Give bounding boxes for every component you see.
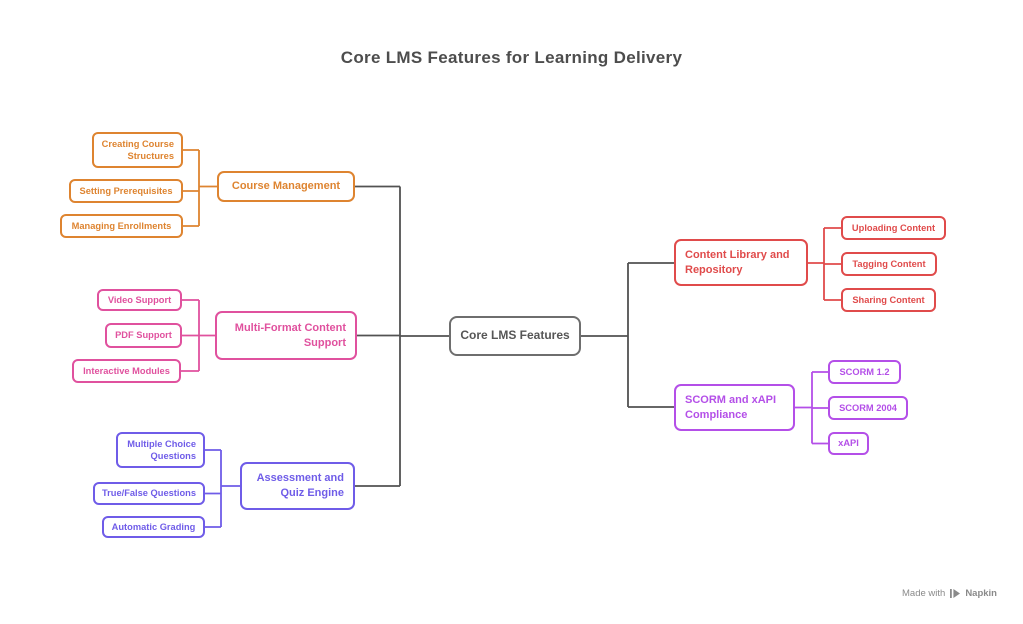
node-label: Sharing Content	[852, 294, 925, 305]
node-managing-enrollments: Managing Enrollments	[60, 214, 183, 238]
node-label-line: Questions	[150, 451, 196, 461]
node-label-line: Quiz Engine	[280, 487, 344, 499]
node-assessment-quiz-engine: Assessment and Quiz Engine	[240, 462, 355, 510]
node-label: SCORM 1.2	[839, 366, 890, 377]
node-true-false-questions: True/False Questions	[93, 482, 205, 505]
node-label-line: Repository	[685, 263, 743, 276]
node-label-line: Support	[303, 336, 346, 349]
node-course-management: Course Management	[217, 171, 355, 202]
diagram-title: Core LMS Features for Learning Delivery	[340, 48, 683, 67]
made-with-napkin-credit: Made with Napkin	[902, 588, 997, 599]
node-label: Setting Prerequisites	[79, 185, 173, 196]
node-multi-format-content-support: Multi-Format Content Support	[215, 311, 357, 360]
node-label: Managing Enrollments	[71, 220, 172, 231]
node-label-line: Multi-Format Content	[234, 321, 346, 334]
node-label: SCORM 2004	[839, 402, 897, 413]
node-pdf-support: PDF Support	[105, 323, 182, 348]
connector-content-library	[808, 227, 841, 301]
node-label-line: Compliance	[685, 408, 748, 421]
connector-multi-format	[181, 299, 215, 372]
node-video-support: Video Support	[97, 289, 182, 311]
node-scorm-2004: SCORM 2004	[828, 396, 908, 420]
node-label: True/False Questions	[101, 488, 197, 499]
made-with-label: Made with	[902, 588, 946, 599]
node-tagging-content: Tagging Content	[841, 252, 937, 276]
node-label-line: Creating Course	[101, 138, 174, 149]
node-uploading-content: Uploading Content	[841, 216, 946, 240]
node-label: xAPI	[838, 438, 859, 449]
node-label-line: Content Library and	[685, 248, 790, 261]
node-label: Interactive Modules	[83, 365, 170, 376]
node-multiple-choice-questions: Multiple Choice Questions	[116, 432, 205, 468]
node-label: PDF Support	[115, 330, 172, 341]
node-label: Tagging Content	[852, 258, 926, 269]
connector-center-right	[581, 262, 674, 408]
node-label-line: Assessment and	[256, 472, 344, 485]
node-label: Video Support	[107, 294, 172, 305]
connector-scorm	[795, 371, 828, 445]
connector-assessment	[205, 449, 240, 528]
node-content-library-repository: Content Library and Repository	[674, 239, 808, 286]
node-xapi: xAPI	[828, 432, 869, 455]
node-label-line: SCORM and xAPI	[685, 393, 777, 406]
node-label: Core LMS Features	[460, 328, 570, 343]
node-setting-prerequisites: Setting Prerequisites	[69, 179, 183, 203]
connector-course-management	[183, 149, 217, 227]
node-label-line: Structures	[127, 151, 175, 161]
node-creating-course-structures: Creating Course Structures	[92, 132, 183, 168]
napkin-brand-label: Napkin	[965, 588, 997, 599]
node-sharing-content: Sharing Content	[841, 288, 936, 312]
node-label: Automatic Grading	[111, 521, 196, 532]
node-label: Course Management	[231, 180, 341, 193]
napkin-logo-icon	[950, 589, 961, 598]
node-scorm-xapi-compliance: SCORM and xAPI Compliance	[674, 384, 795, 431]
connector-center-left	[355, 185, 449, 487]
node-label: Uploading Content	[851, 222, 936, 233]
node-interactive-modules: Interactive Modules	[72, 359, 181, 383]
node-scorm-1-2: SCORM 1.2	[828, 360, 901, 384]
node-automatic-grading: Automatic Grading	[102, 516, 205, 538]
node-core-lms-features: Core LMS Features	[449, 316, 581, 356]
node-label-line: Multiple Choice	[127, 438, 196, 449]
